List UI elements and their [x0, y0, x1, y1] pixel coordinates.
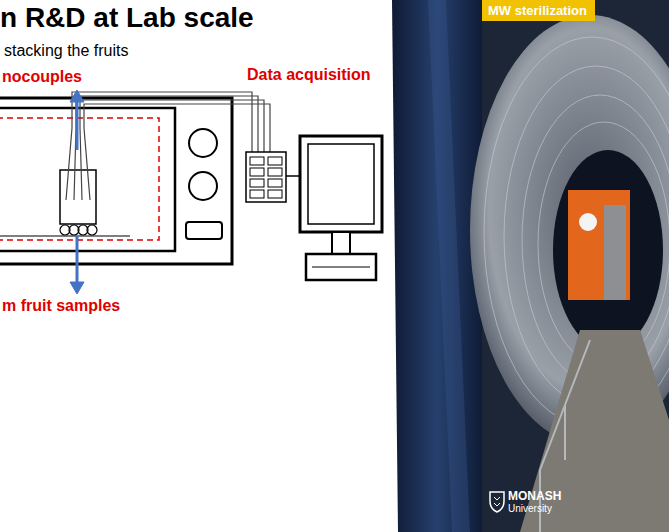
subtitle: stacking the fruits	[4, 42, 129, 60]
rail-post	[564, 405, 566, 460]
oven-knob	[189, 129, 217, 157]
channel	[268, 179, 282, 187]
logo-text: MONASH	[508, 489, 561, 503]
computer	[300, 136, 382, 280]
thermocouple-wires	[66, 92, 270, 200]
rail	[540, 340, 590, 470]
arrow-head	[70, 282, 84, 294]
thermocouple-wire	[84, 104, 270, 200]
light-stripe	[428, 0, 470, 532]
shield-mark	[494, 497, 500, 506]
rib	[538, 122, 669, 366]
arrow-head	[70, 90, 84, 102]
channel	[250, 179, 264, 187]
logo-text: University	[508, 503, 552, 514]
cable	[286, 175, 300, 177]
oven-door	[0, 108, 175, 251]
sample-container	[60, 170, 96, 224]
shield-icon	[490, 492, 504, 512]
microwave-oven	[0, 98, 232, 264]
orange-room	[568, 190, 630, 300]
oven-button	[186, 222, 222, 239]
thermocouple-wire	[66, 92, 252, 200]
tunnel-photo	[470, 0, 669, 532]
callout-label: nocouples	[2, 68, 82, 86]
logger-box	[246, 152, 286, 202]
callout-label: Data acquisition	[247, 66, 371, 84]
slide-title: n R&D at Lab scale	[0, 2, 254, 34]
channel	[268, 157, 282, 165]
oven-knob	[189, 172, 217, 200]
fruit-sample	[87, 225, 97, 235]
screen	[308, 144, 374, 224]
box-text: MW sterilization	[488, 3, 589, 18]
thermocouple-wire	[74, 96, 258, 200]
tunnel-opening	[553, 150, 663, 350]
cavity-outline	[0, 118, 159, 240]
channel	[250, 157, 264, 165]
monitor-stand	[332, 232, 350, 254]
keyboard-keys	[312, 266, 370, 267]
keyboard	[306, 254, 376, 280]
channel	[268, 190, 282, 198]
pointer-arrow	[76, 236, 79, 284]
pointer-arrow	[76, 100, 79, 150]
thermocouple-wire	[80, 100, 264, 200]
label-box: MW sterilization	[482, 0, 595, 21]
decorative-band	[392, 0, 482, 532]
monitor	[300, 136, 382, 232]
fan-logo	[579, 213, 597, 231]
channel	[250, 168, 264, 176]
data-logger	[246, 152, 300, 202]
door	[604, 205, 626, 300]
oven-housing	[0, 98, 232, 264]
logger-channels	[250, 157, 282, 198]
channel	[268, 168, 282, 176]
monash-logo	[490, 492, 504, 512]
channel	[250, 190, 264, 198]
callout-label: m fruit samples	[2, 297, 120, 315]
pointer-arrows	[70, 90, 84, 294]
